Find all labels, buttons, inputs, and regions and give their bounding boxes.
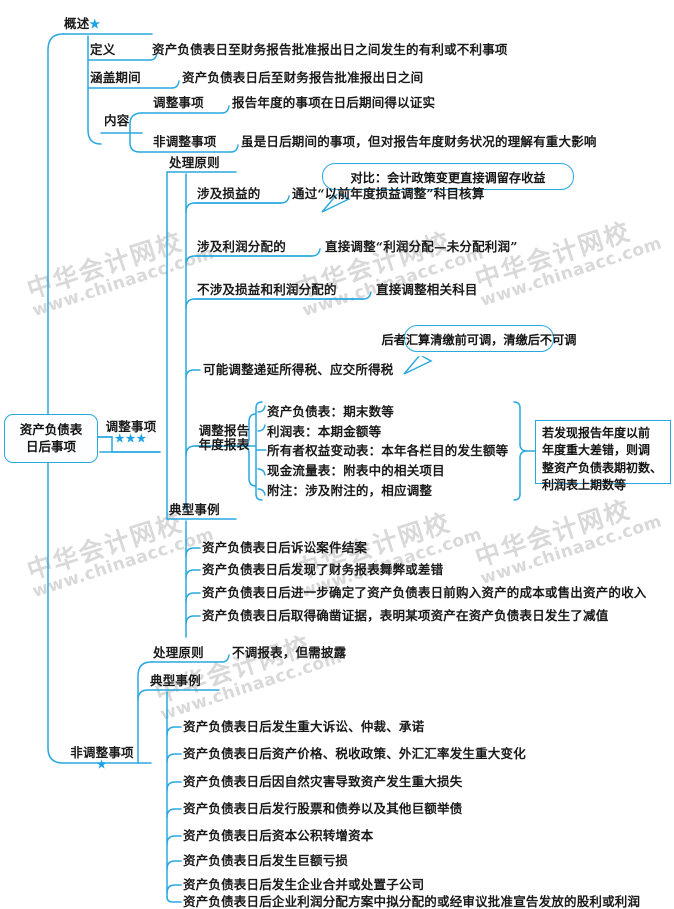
detail-nonadjusting-principles: 不调报表，但需披露	[232, 645, 347, 660]
statement-item: 资产负债表：期末数等	[267, 404, 395, 419]
statement-item: 现金流量表：附表中的相关项目	[267, 463, 445, 478]
root-label-line1: 资产负债表	[19, 421, 83, 437]
node-content-nonadjusting[interactable]: 非调整事项	[153, 134, 217, 149]
node-coverage-period[interactable]: 涵盖期间	[90, 70, 141, 85]
detail-coverage-period: 资产负债表日后至财务报告批准报出日之间	[182, 70, 424, 85]
example-item: 资产负债表日后发生重大诉讼、仲裁、承诺	[183, 719, 425, 734]
star-rating-icon: ★	[96, 758, 108, 772]
root-node[interactable]: 资产负债表 日后事项	[4, 414, 98, 463]
statement-item: 所有者权益变动表：本年各栏目的发生额等	[267, 443, 509, 458]
node-overview[interactable]: 概述★	[64, 16, 101, 32]
node-nonadjusting-events-label: 非调整事项	[70, 745, 134, 760]
watermark-brand: 中华会计网校	[23, 226, 187, 305]
example-item: 资产负债表日后发生企业合并或处置子公司	[183, 877, 425, 892]
example-item: 资产负债表日后企业利润分配方案中拟分配的或经审议批准宣告发放的股利或利润	[183, 894, 641, 909]
watermark-url: www.chinaacc.com	[30, 243, 217, 322]
note-prior-year-error: 若发现报告年度以前 年度重大差错，则调 整资产负债表期初数、 利润表上期数等	[535, 420, 671, 492]
example-item: 资产负债表日后发行股票和债券以及其他巨额举债	[183, 801, 463, 816]
node-adjust-annual-statements[interactable]: 调整报告 年度报表	[198, 423, 250, 453]
example-item: 资产负债表日后取得确凿证据，表明某项资产在资产负债表日发生了减值	[202, 608, 609, 623]
watermark-brand: 中华会计网校	[471, 494, 635, 573]
watermark-brand: 中华会计网校	[23, 507, 187, 586]
watermark-brand: 中华会计网校	[151, 630, 315, 709]
detail-not-involving: 直接调整相关科目	[376, 282, 478, 297]
node-content-label: 内容	[104, 113, 130, 128]
root-label-line2: 日后事项	[25, 438, 76, 454]
node-adjusting-examples[interactable]: 典型事例	[169, 502, 220, 517]
detail-content-adjusting: 报告年度的事项在日后期间得以证实	[232, 95, 436, 110]
node-deferred-tax: 可能调整递延所得税、应交所得税	[203, 362, 394, 377]
example-item: 资产负债表日后因自然灾害导致资产发生重大损失	[183, 774, 463, 789]
node-nonadjusting-events[interactable]: 非调整事项 ★	[64, 745, 140, 772]
node-content-adjusting[interactable]: 调整事项	[153, 95, 204, 110]
node-overview-label: 概述	[64, 16, 90, 31]
node-involving-profit-loss[interactable]: 涉及损益的	[197, 186, 261, 201]
star-rating-icon: ★★★	[114, 432, 148, 446]
node-definition-label: 定义	[90, 42, 116, 57]
detail-content-nonadjusting: 虽是日后期间的事项，但对报告年度财务状况的理解有重大影响	[241, 134, 597, 149]
node-adjusting-principles[interactable]: 处理原则	[169, 155, 220, 170]
node-involving-profit-distribution[interactable]: 涉及利润分配的	[197, 239, 286, 254]
callout-policy-comparison: 对比：会计政策变更直接调留存收益	[322, 163, 574, 190]
detail-involving-profit-loss: 通过“以前年度损益调整”科目核算	[292, 186, 485, 201]
node-coverage-period-label: 涵盖期间	[90, 70, 141, 85]
example-item: 资产负债表日后诉讼案件结案	[202, 540, 368, 555]
detail-involving-profit-distribution: 直接调整“利润分配—未分配利润”	[325, 239, 518, 254]
node-content[interactable]: 内容	[104, 113, 130, 128]
node-definition[interactable]: 定义	[90, 42, 116, 57]
watermark-url: www.chinaacc.com	[478, 511, 665, 590]
example-item: 资产负债表日后资本公积转增资本	[183, 828, 374, 843]
detail-definition: 资产负债表日至财务报告批准报出日之间发生的有利或不利事项	[152, 42, 508, 57]
node-not-involving[interactable]: 不涉及损益和利润分配的	[197, 282, 337, 297]
node-adjusting-events-label: 调整事项	[105, 419, 157, 434]
node-nonadjusting-principles[interactable]: 处理原则	[153, 645, 204, 660]
node-nonadjusting-examples[interactable]: 典型事例	[150, 673, 201, 688]
statement-item: 附注：涉及附注的，相应调整	[267, 483, 433, 498]
example-item: 资产负债表日后进一步确定了资产负债表日前购入资产的成本或售出资产的收入	[202, 585, 647, 600]
star-icon: ★	[89, 17, 101, 31]
example-item: 资产负债表日后发生巨额亏损	[183, 853, 349, 868]
node-adjusting-events[interactable]: 调整事项 ★★★	[100, 419, 162, 446]
example-item: 资产负债表日后资产价格、税收政策、外汇汇率发生重大变化	[183, 746, 526, 761]
example-item: 资产负债表日后发现了财务报表舞弊或差错	[202, 562, 444, 577]
watermark-url: www.chinaacc.com	[30, 524, 217, 603]
callout-tax-settlement: 后者汇算清缴前可调，清缴后不可调	[382, 325, 577, 352]
statement-item: 利润表：本期金额等	[267, 424, 382, 439]
